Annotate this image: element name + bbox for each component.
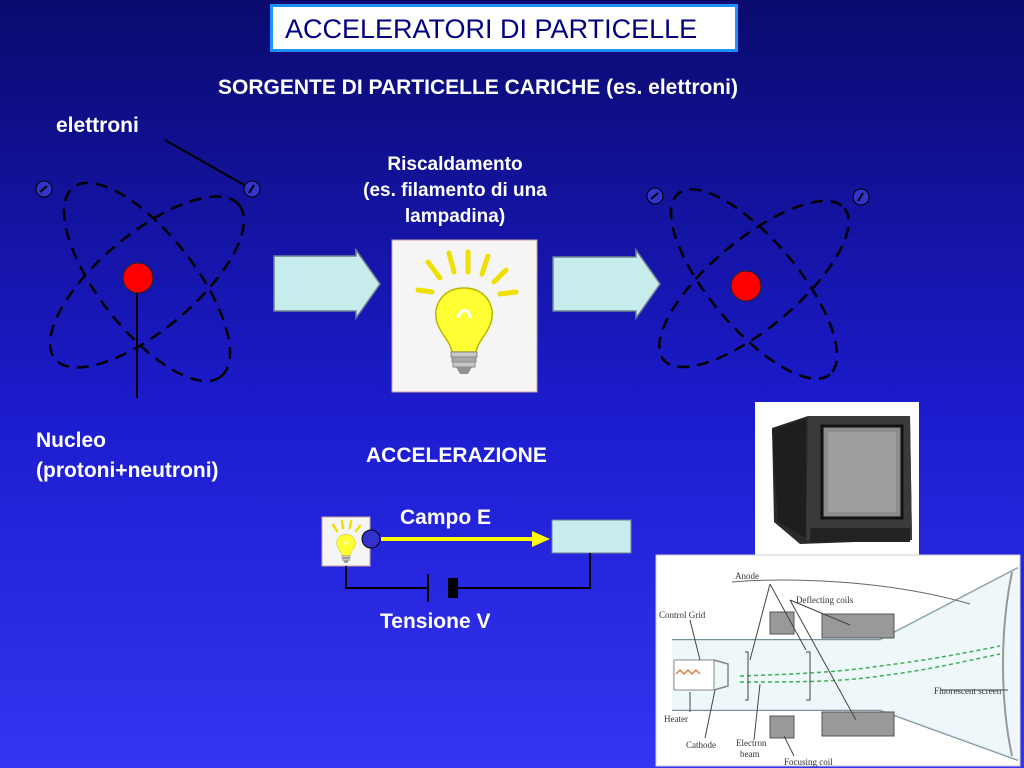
anode-label: Anode bbox=[735, 571, 759, 581]
heater-label: Heater bbox=[664, 714, 688, 724]
tv-photo bbox=[755, 402, 919, 555]
battery-plate-short bbox=[448, 578, 458, 598]
acceleration-circuit bbox=[321, 516, 632, 602]
deflecting-coils-label: Deflecting coils bbox=[796, 595, 854, 605]
electron bbox=[361, 529, 381, 549]
subtitle: SORGENTE DI PARTICELLE CARICHE (es. elet… bbox=[218, 76, 738, 99]
nucleus bbox=[730, 270, 762, 302]
electron-beam-label-1: Electron bbox=[736, 738, 767, 748]
riscaldamento-line-1: Riscaldamento bbox=[387, 154, 523, 175]
atom-left bbox=[35, 139, 261, 398]
focusing-coil-label: Focusing coil bbox=[784, 757, 833, 767]
control-grid-label: Control Grid bbox=[659, 610, 706, 620]
nucleo-label: Nucleo (protoni+neutroni) bbox=[36, 426, 219, 486]
fluorescent-screen-label: Fluorescent screen bbox=[934, 686, 1002, 696]
nucleus bbox=[122, 262, 154, 294]
orbit-1 bbox=[658, 199, 850, 369]
cathode-label: Cathode bbox=[686, 740, 716, 750]
nucleo-line-2: (protoni+neutroni) bbox=[36, 459, 219, 482]
riscaldamento-line-3: lampadina) bbox=[404, 206, 506, 227]
elettroni-label: elettroni bbox=[56, 114, 139, 137]
accelerazione-label: ACCELERAZIONE bbox=[366, 444, 547, 467]
arrow-right-icon bbox=[273, 247, 381, 321]
light-bulb-icon bbox=[391, 239, 538, 393]
tensione-v-label: Tensione V bbox=[380, 610, 491, 633]
riscaldamento-label: Riscaldamento (es. filamento di una lamp… bbox=[330, 152, 580, 230]
crt-tube-diagram: Anode Deflecting coils Control Grid Fluo… bbox=[655, 554, 1021, 767]
arrow-right-icon bbox=[552, 247, 661, 321]
slide-title: ACCELERATORI DI PARTICELLE bbox=[270, 4, 738, 52]
arrow-head-icon bbox=[532, 531, 550, 547]
riscaldamento-line-2: (es. filamento di una bbox=[363, 180, 547, 201]
nucleo-line-1: Nucleo bbox=[36, 429, 107, 452]
electron-beam-label-2: beam bbox=[740, 749, 760, 759]
orbit-1 bbox=[48, 195, 246, 369]
elettroni-pointer-line bbox=[164, 139, 247, 187]
orbit-2 bbox=[669, 188, 839, 380]
atom-right bbox=[646, 187, 870, 380]
target-plate bbox=[551, 519, 632, 554]
orbit-2 bbox=[62, 181, 232, 383]
campo-e-label: Campo E bbox=[400, 506, 492, 529]
